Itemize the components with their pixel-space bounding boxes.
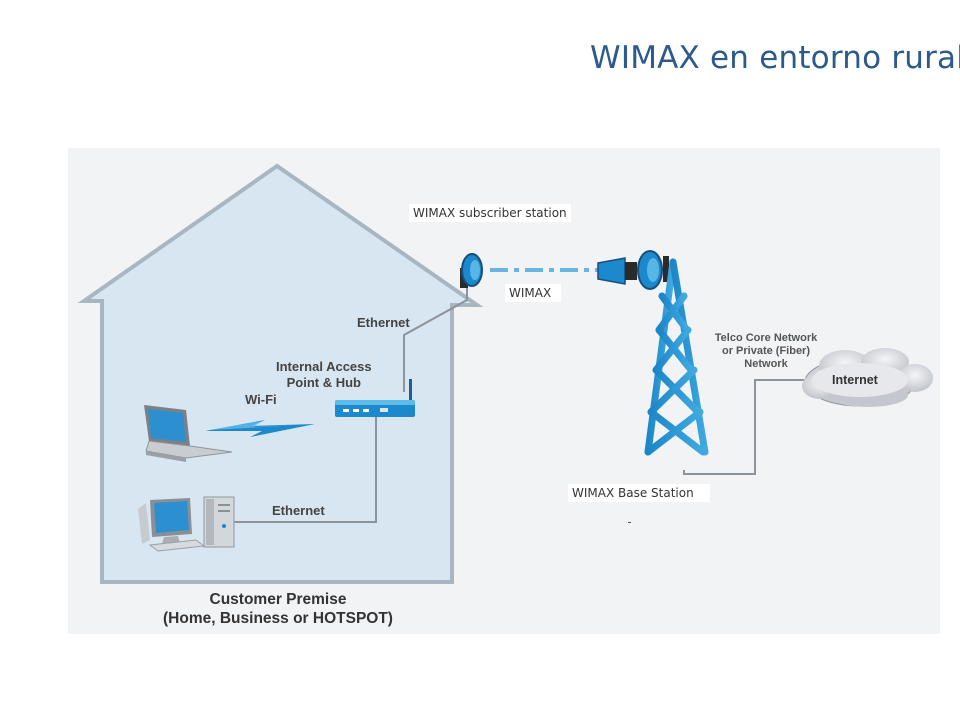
laptop-icon [144,405,233,462]
subscriber-antenna-icon [460,253,483,288]
access-point-label: Internal Access Point & Hub [276,359,372,391]
wifi-signal-icon [205,420,315,437]
house-outline [77,163,484,584]
base-station-callout: WIMAX Base Station [568,484,710,502]
slide-title: WIMAX en entorno rural [590,40,960,76]
customer-premise-line1: Customer Premise [209,591,347,608]
access-point-label-line2: Point & Hub [286,375,361,390]
customer-premise-label: Customer Premise (Home, Business or HOTS… [140,590,416,628]
ethernet-bottom-label: Ethernet [272,503,325,518]
core-network-label: Telco Core Network or Private (Fiber) Ne… [700,332,832,371]
core-network-line1: Telco Core Network [714,332,818,344]
stray-mark [628,522,631,523]
wimax-link-callout: WIMAX [505,284,561,302]
customer-premise-line2: (Home, Business or HOTSPOT) [163,610,393,627]
access-point-icon [335,379,415,417]
subscriber-station-callout: WIMAX subscriber station [409,204,571,222]
internet-cloud-icon [802,348,933,407]
ethernet-top-label: Ethernet [357,315,410,330]
wifi-label: Wi-Fi [245,392,277,407]
base-station-antenna-icon [597,250,669,290]
wimax-tower-icon [640,258,713,456]
ethernet-cables [229,286,830,523]
core-network-line2: or Private (Fiber) [721,345,811,357]
core-network-line3: Network [744,358,788,370]
access-point-label-line1: Internal Access [276,359,372,374]
internet-label: Internet [832,373,878,387]
desktop-computer-icon [138,496,235,552]
